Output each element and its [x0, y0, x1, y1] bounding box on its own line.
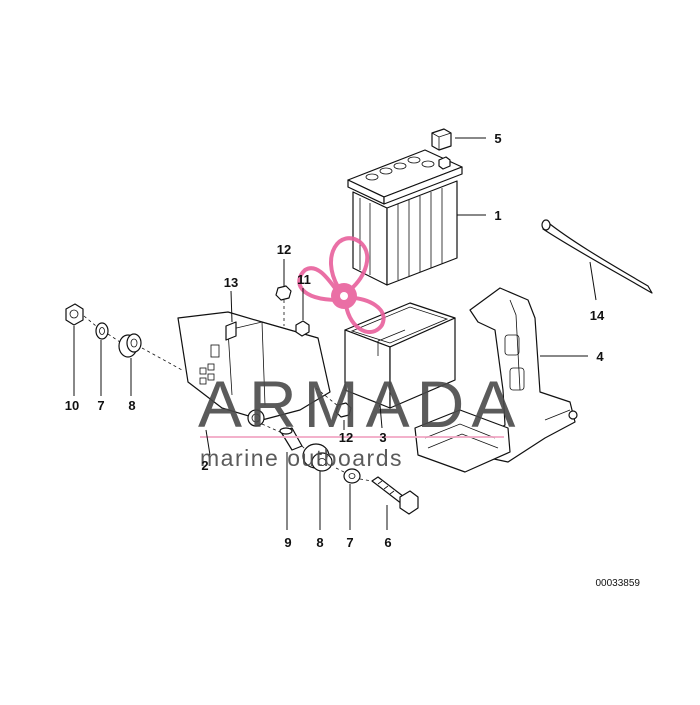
label-part-3: 3 [379, 430, 386, 445]
label-part-5: 5 [494, 131, 501, 146]
part-2-cover [177, 311, 331, 427]
watermark-tagline: marine outboards [200, 445, 403, 471]
label-part-7-left: 7 [97, 398, 104, 413]
watermark-brand: ARMADA [198, 367, 522, 441]
part-4-holder [414, 287, 578, 473]
part-6-bolt [371, 476, 419, 515]
part-8-grommet-lower [302, 443, 333, 472]
left-assembly-axis [83, 315, 183, 371]
label-part-9: 9 [284, 535, 291, 550]
watermark: ARMADA marine outboards [198, 236, 522, 471]
label-part-13: 13 [224, 275, 238, 290]
label-part-4: 4 [596, 349, 604, 364]
part-8-grommet-left [118, 333, 142, 358]
label-part-12-upper: 12 [277, 242, 291, 257]
label-part-2: 2 [201, 458, 208, 473]
label-part-8-left: 8 [128, 398, 135, 413]
part-14-hose [541, 219, 653, 294]
part-7-washer-left [95, 322, 109, 340]
part-1-battery [347, 149, 463, 286]
part-12-screw-lower [315, 387, 352, 418]
drawing-number: 00033859 [596, 578, 641, 589]
label-part-6: 6 [384, 535, 391, 550]
part-3-battery-tray [344, 302, 456, 409]
label-part-1: 1 [494, 208, 501, 223]
part-13-clip [225, 321, 237, 341]
label-part-12-lower: 12 [339, 430, 353, 445]
label-part-11: 11 [297, 272, 311, 287]
part-7-washer-lower [343, 468, 361, 484]
label-part-7-lower: 7 [346, 535, 353, 550]
part-12-screw-upper [275, 285, 292, 326]
part-9-spacer [279, 427, 303, 451]
label-part-14: 14 [590, 308, 605, 323]
part-5-terminal-cap [431, 128, 452, 151]
part-10-nut [65, 303, 84, 326]
label-part-8-lower: 8 [316, 535, 323, 550]
lower-assembly-axis [261, 423, 373, 482]
leader-lines [73, 137, 597, 530]
label-part-10: 10 [65, 398, 79, 413]
part-11-nut [295, 320, 310, 337]
propeller-logo [297, 236, 386, 335]
